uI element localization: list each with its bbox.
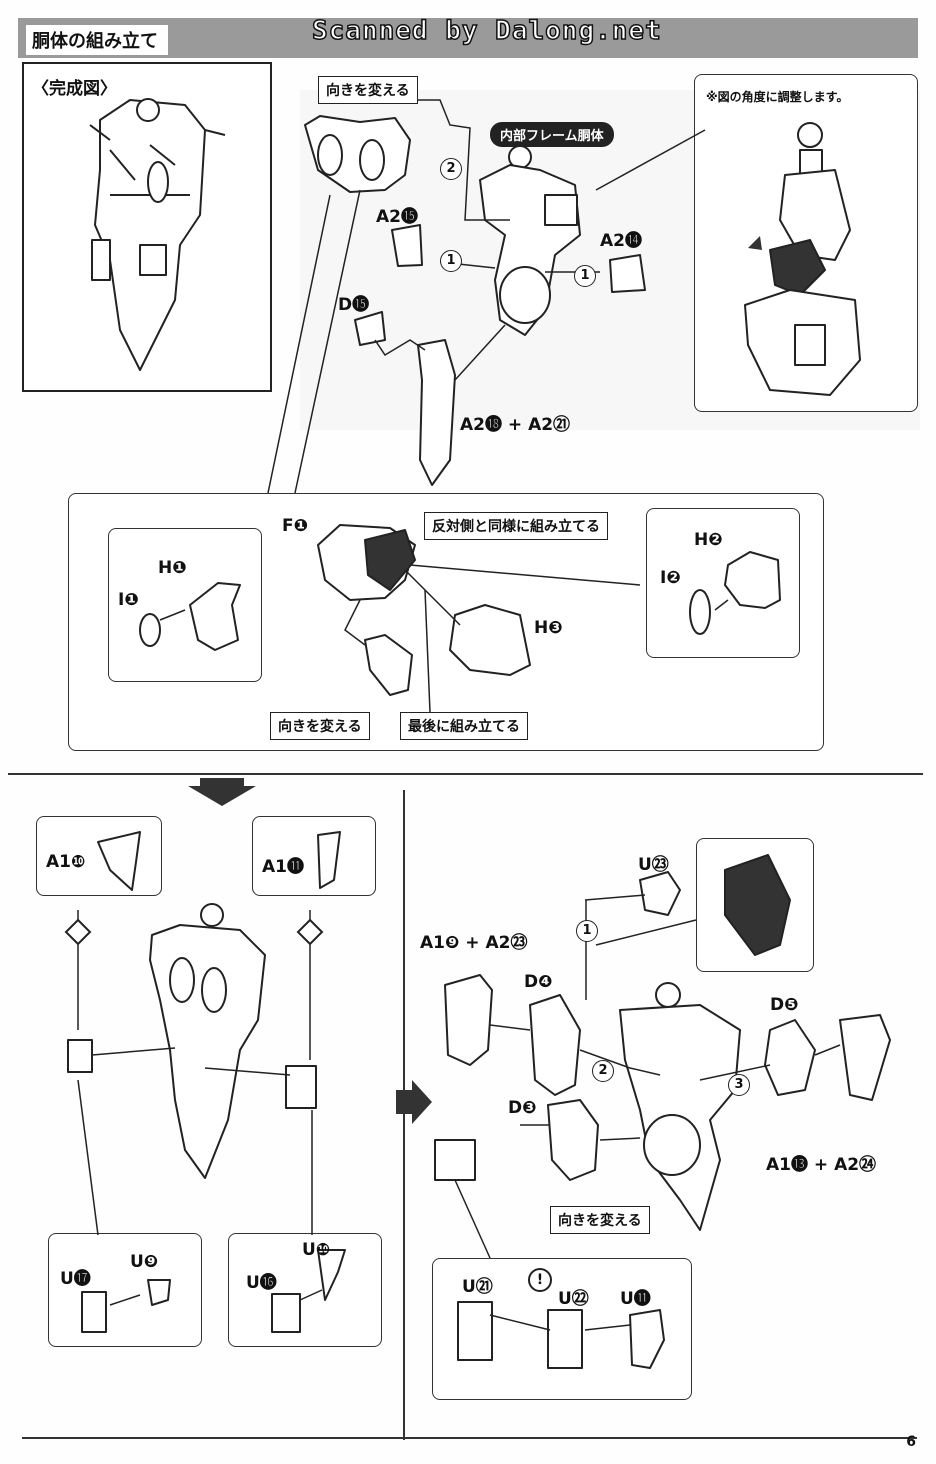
step-1-marker-b: 1 [574,265,596,287]
step-3-marker: 3 [728,1074,750,1096]
completed-torso-drawing [89,98,226,371]
u23-detail-drawing [724,854,791,956]
right-hinge-part-drawing [285,1065,317,1109]
code-u17: U⓱ [60,1269,91,1289]
turn-label-1: 向きを変える [318,76,418,104]
inner-frame-drawing [479,145,581,336]
code-u21: U㉑ [462,1277,493,1297]
same-other-side-label: 反対側と同様に組み立てる [424,512,608,540]
u9-part-drawing [147,1279,171,1306]
d4-part-drawing [529,994,581,1096]
turn-part-drawing [364,634,413,696]
a2-15-part-drawing [391,224,423,267]
page-title: 胴体の組み立て [26,25,168,55]
code-u23: U㉓ [638,855,669,875]
d3-part-drawing [547,1099,599,1181]
code-d3: D❸ [508,1098,537,1118]
detail-u16-box [228,1233,382,1347]
leg-guard-drawing [417,339,456,486]
code-a1-10: A1❿ [46,852,86,872]
code-a1-13-a2-24: A1⓭ + A2㉔ [766,1155,877,1175]
u23-part-drawing [639,871,681,916]
code-d15: D⓯ [338,295,370,315]
step-1-marker-a: 1 [440,250,462,272]
body-assembly-drawing [619,982,741,1231]
i2-part-drawing [689,589,711,635]
code-u22: U㉒ [558,1289,589,1309]
i1-part-drawing [139,613,161,647]
a2-14-part-drawing [609,254,646,293]
code-a2-15: A2⓯ [376,207,418,227]
section-divider [8,773,923,775]
code-u10: U❿ [302,1240,331,1260]
code-h2: H❷ [694,530,723,550]
u21-side-part-drawing [434,1139,476,1181]
left-hinge-part-drawing [67,1039,93,1073]
a1-10-part-drawing [97,831,141,891]
d5-part-drawing [764,1019,816,1096]
step-2-marker-b: 2 [592,1060,614,1082]
code-h3: H❸ [534,618,563,638]
u22-part-drawing [547,1309,583,1369]
header-bar [18,18,918,58]
code-i1: I❶ [118,590,139,610]
cover-part-drawing [304,115,411,193]
u16-part-drawing [271,1293,301,1333]
scan-watermark: Scanned by Dalong.net [311,15,662,47]
code-u16: U⓰ [246,1273,277,1293]
code-d4: D❹ [524,972,553,992]
u10-part-drawing [317,1249,346,1301]
angle-note: ※図の角度に調整します。 [706,90,849,104]
a1-9-part-drawing [444,974,493,1066]
h1-part-drawing [189,582,241,651]
code-i2: I❷ [660,568,681,588]
u11-part-drawing [629,1309,665,1369]
u21-part-drawing [457,1301,493,1361]
a1-11-part-drawing [317,831,341,889]
flow-arrows [188,236,762,1124]
f1-part-drawing [317,524,416,601]
caution-icon: ! [528,1268,552,1292]
hole-symbols [64,918,324,946]
a1-13-part-drawing [839,1014,891,1101]
code-a1-9-a2-23: A1❾ + A2㉓ [420,933,528,953]
code-a1-11: A1⓫ [262,857,304,877]
torso-assembly-drawing [149,903,266,1179]
step-1-marker-c: 1 [576,920,598,942]
code-u9: U❾ [130,1252,159,1272]
code-h1: H❶ [158,558,187,578]
code-f1: F❶ [282,516,309,536]
code-u11: U⓫ [620,1289,651,1309]
part-a1-11-box [252,816,376,896]
inner-frame-label: 内部フレーム胴体 [490,122,614,147]
turn-label-3: 向きを変える [550,1206,650,1234]
u17-part-drawing [81,1291,107,1333]
detail-u17-box [48,1233,202,1347]
detail-h1-box [108,528,262,682]
d15-part-drawing [354,311,386,346]
code-a2-18-21: A2⓲ + A2㉑ [460,415,571,435]
page-number: 6 [906,1434,916,1450]
completed-label: 〈完成図〉 [32,79,117,99]
angle-detail-drawing [744,122,861,396]
code-a2-14: A2⓮ [600,231,642,251]
column-divider [403,790,405,1440]
bottom-rule [22,1437,917,1439]
step-2-marker: 2 [440,158,462,180]
last-assembly-label: 最後に組み立てる [400,712,528,740]
code-d5: D❺ [770,995,799,1015]
turn-label-2: 向きを変える [270,712,370,740]
part-a1-10-box [36,816,162,896]
h3-part-drawing [449,604,531,676]
h2-part-drawing [724,551,781,609]
